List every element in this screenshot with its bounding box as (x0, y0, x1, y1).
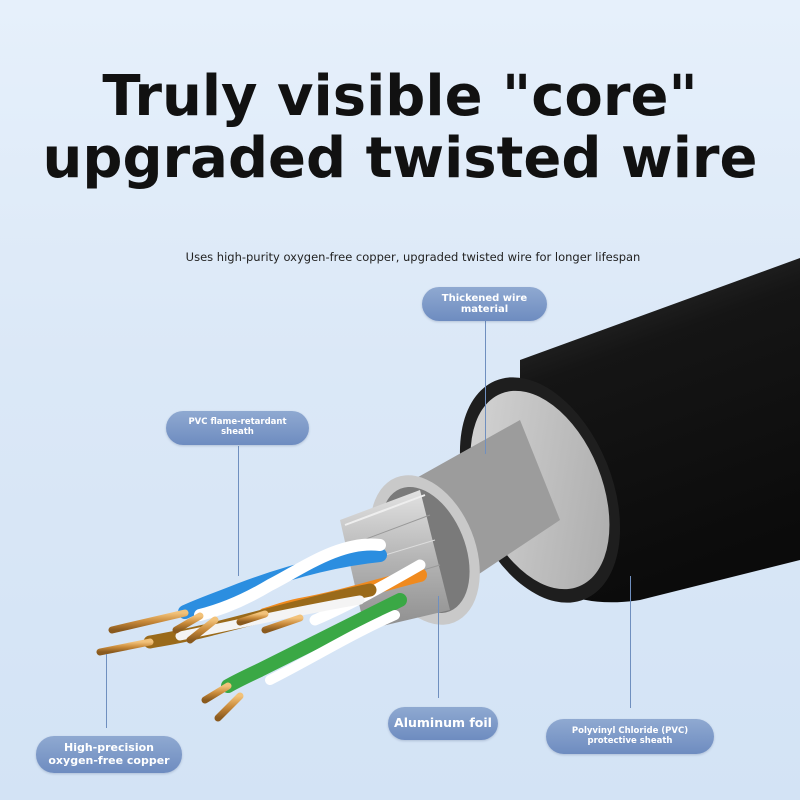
leader-aluminum-foil (438, 596, 439, 698)
callout-pvc-protective: Polyvinyl Chloride (PVC) protective shea… (546, 719, 714, 754)
callout-copper-label: High-precision oxygen-free copper (48, 740, 170, 767)
callout-thickened-wire-label: Thickened wire material (441, 292, 528, 316)
callout-aluminum-foil-label: Aluminum foil (394, 715, 492, 731)
headline-line-2: upgraded twisted wire (42, 126, 758, 191)
leader-thickened-wire (485, 320, 486, 454)
callout-pvc-sheath: PVC flame-retardant sheath (166, 411, 309, 445)
callout-thickened-wire: Thickened wire material (422, 287, 547, 321)
callout-pvc-sheath-label: PVC flame-retardant sheath (188, 417, 287, 437)
leader-pvc-protective (630, 576, 631, 708)
leader-pvc-sheath (238, 446, 239, 576)
headline-line-1: Truly visible "core" (102, 64, 698, 129)
callout-pvc-protective-label: Polyvinyl Chloride (PVC) protective shea… (571, 725, 689, 746)
leader-copper (106, 654, 107, 728)
twisted-pairs (143, 538, 427, 693)
callout-copper: High-precision oxygen-free copper (36, 736, 182, 773)
copper-conductors (96, 609, 304, 722)
subtitle: Uses high-purity oxygen-free copper, upg… (185, 250, 641, 264)
callout-aluminum-foil: Aluminum foil (388, 707, 498, 740)
